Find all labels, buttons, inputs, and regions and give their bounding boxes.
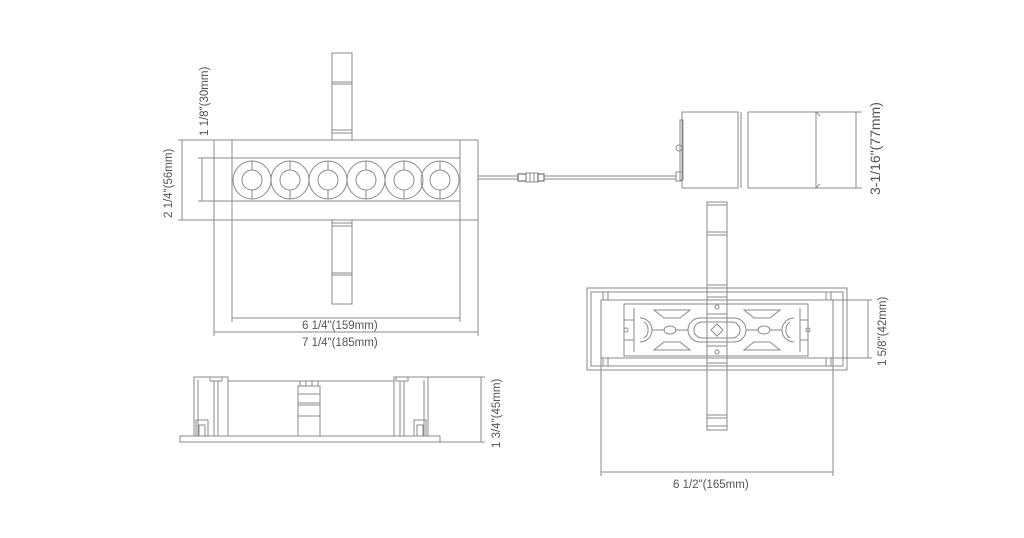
dim-back-width: 6 1/2"(165mm) [673, 479, 749, 491]
dim-front-inner-width: 6 1/4"(159mm) [302, 320, 378, 332]
heatsink-pattern [623, 303, 811, 357]
driver-box: 3-1/16"(77mm) [675, 102, 883, 195]
back-view: 1 5/8"(42mm) 6 1/2"(165mm) [586, 201, 889, 491]
dim-front-height: 2 1/4"(56mm) [163, 149, 175, 218]
lens-array [232, 160, 460, 200]
dim-front-bar-height: 1 1/8"(30mm) [199, 67, 211, 136]
front-view: 2 1/4"(56mm) 1 1/8"(30mm) 6 1/4"(159mm) … [163, 52, 676, 349]
side-view: 1 3/4"(45mm) [179, 376, 503, 448]
dim-front-outer-width: 7 1/4"(185mm) [302, 337, 378, 349]
dim-side-depth: 1 3/4"(45mm) [491, 379, 503, 448]
dim-driver-height: 3-1/16"(77mm) [867, 102, 883, 195]
dim-back-height: 1 5/8"(42mm) [877, 297, 889, 366]
